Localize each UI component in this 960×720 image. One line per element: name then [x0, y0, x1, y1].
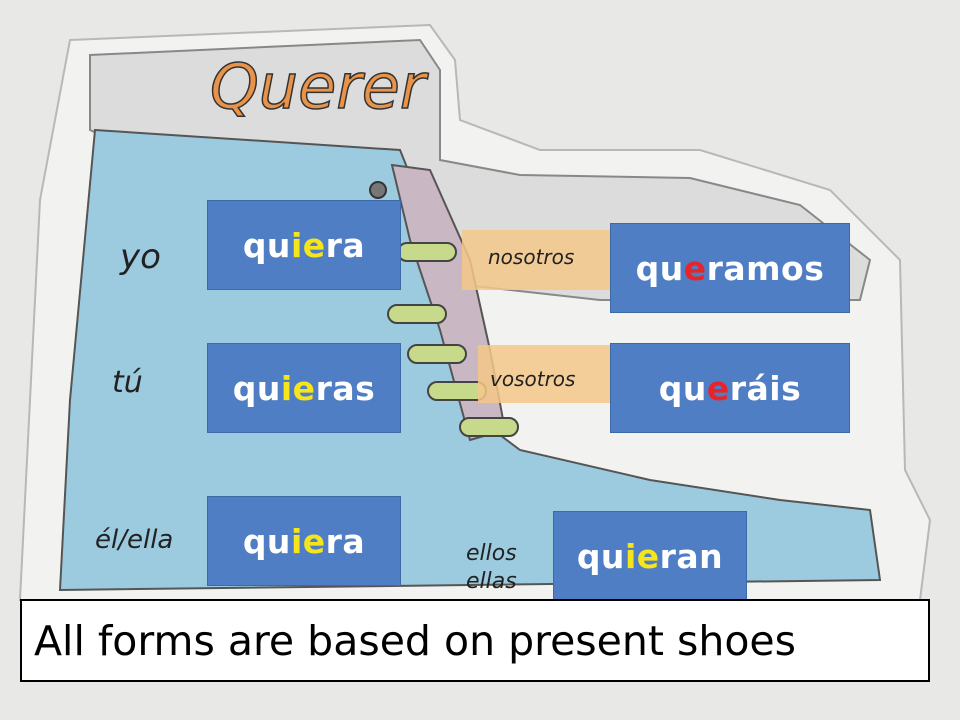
- pronoun-ellos: ellos: [466, 541, 517, 566]
- ending: ramos: [706, 248, 825, 288]
- nosotros-strip: [462, 230, 612, 290]
- ending: ra: [325, 521, 366, 561]
- stem-change: ie: [290, 225, 326, 265]
- pronoun-yo: yo: [119, 237, 161, 277]
- stem-change: e: [706, 368, 730, 408]
- page-title: Querer: [210, 50, 429, 123]
- ending: ran: [659, 536, 724, 576]
- stem-prefix: qu: [635, 248, 684, 288]
- pronoun-ellas: ellas: [466, 569, 517, 594]
- stem-prefix: qu: [232, 368, 281, 408]
- stem-prefix: qu: [242, 521, 291, 561]
- ending: ras: [315, 368, 376, 408]
- stem-change: ie: [280, 368, 316, 408]
- vosotros-strip: [478, 345, 613, 403]
- pronoun-nosotros: nosotros: [488, 245, 574, 269]
- stem-change: e: [683, 248, 707, 288]
- caption-box: All forms are based on present shoes: [20, 599, 930, 682]
- boot-eyelet: [369, 181, 387, 199]
- pronoun-vosotros: vosotros: [490, 367, 575, 391]
- stem-prefix: qu: [658, 368, 707, 408]
- stem-prefix: qu: [576, 536, 625, 576]
- ending: ráis: [729, 368, 802, 408]
- ending: ra: [325, 225, 366, 265]
- stem-prefix: qu: [242, 225, 291, 265]
- pronoun-tu: tú: [112, 365, 143, 400]
- stem-change: ie: [290, 521, 326, 561]
- caption-text: All forms are based on present shoes: [34, 616, 796, 665]
- stem-change: ie: [624, 536, 660, 576]
- pronoun-el-ella: él/ella: [95, 525, 173, 555]
